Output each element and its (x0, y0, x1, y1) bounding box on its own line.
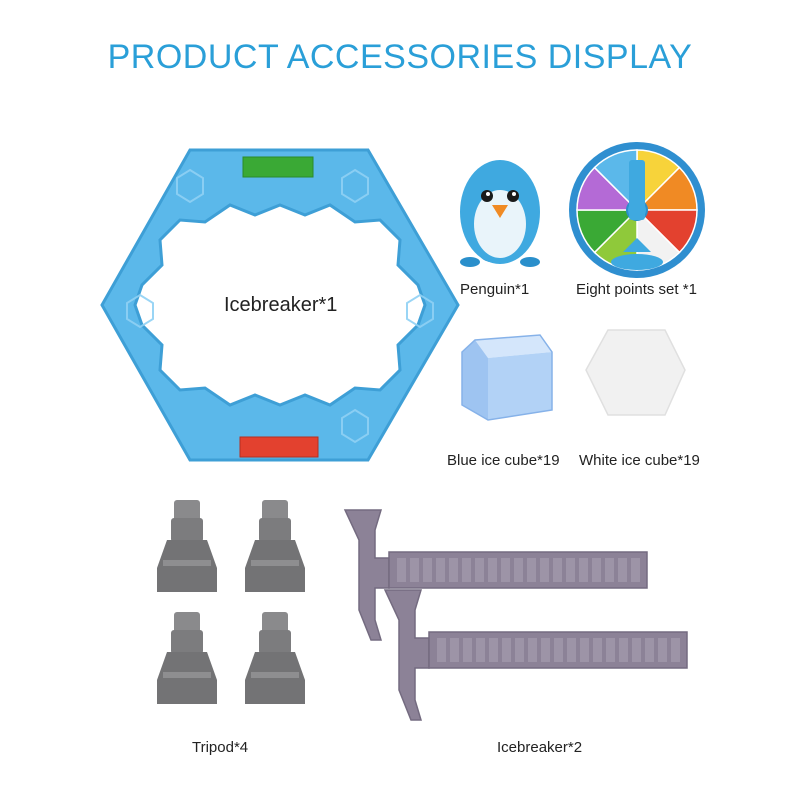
stand-icon (245, 500, 305, 592)
label-white-cube: White ice cube*19 (579, 452, 700, 469)
wheel-slice (593, 149, 638, 212)
ice-hammer-icon (383, 589, 688, 721)
label-icebreaker-frame: Icebreaker*1 (224, 294, 338, 316)
tripod-group (157, 500, 305, 704)
label-penguin: Penguin*1 (460, 281, 530, 298)
hammer-group (343, 509, 688, 721)
hexagonal-prism-icon (461, 334, 553, 421)
label-spinner: Eight points set *1 (576, 281, 697, 298)
label-blue-cube: Blue ice cube*19 (447, 452, 560, 469)
hexagon-block-icon (585, 329, 686, 416)
page-title: PRODUCT ACCESSORIES DISPLAY (107, 38, 693, 76)
hexagon-frame-icon (100, 148, 460, 462)
ice-hammer-icon (343, 509, 648, 641)
penguin-icon (460, 160, 540, 267)
stand-icon (157, 612, 217, 704)
stand-icon (245, 612, 305, 704)
stand-icon (157, 500, 217, 592)
label-tripod: Tripod*4 (192, 739, 249, 756)
label-hammers: Icebreaker*2 (497, 739, 583, 756)
spinner-wheel-icon (569, 142, 705, 278)
